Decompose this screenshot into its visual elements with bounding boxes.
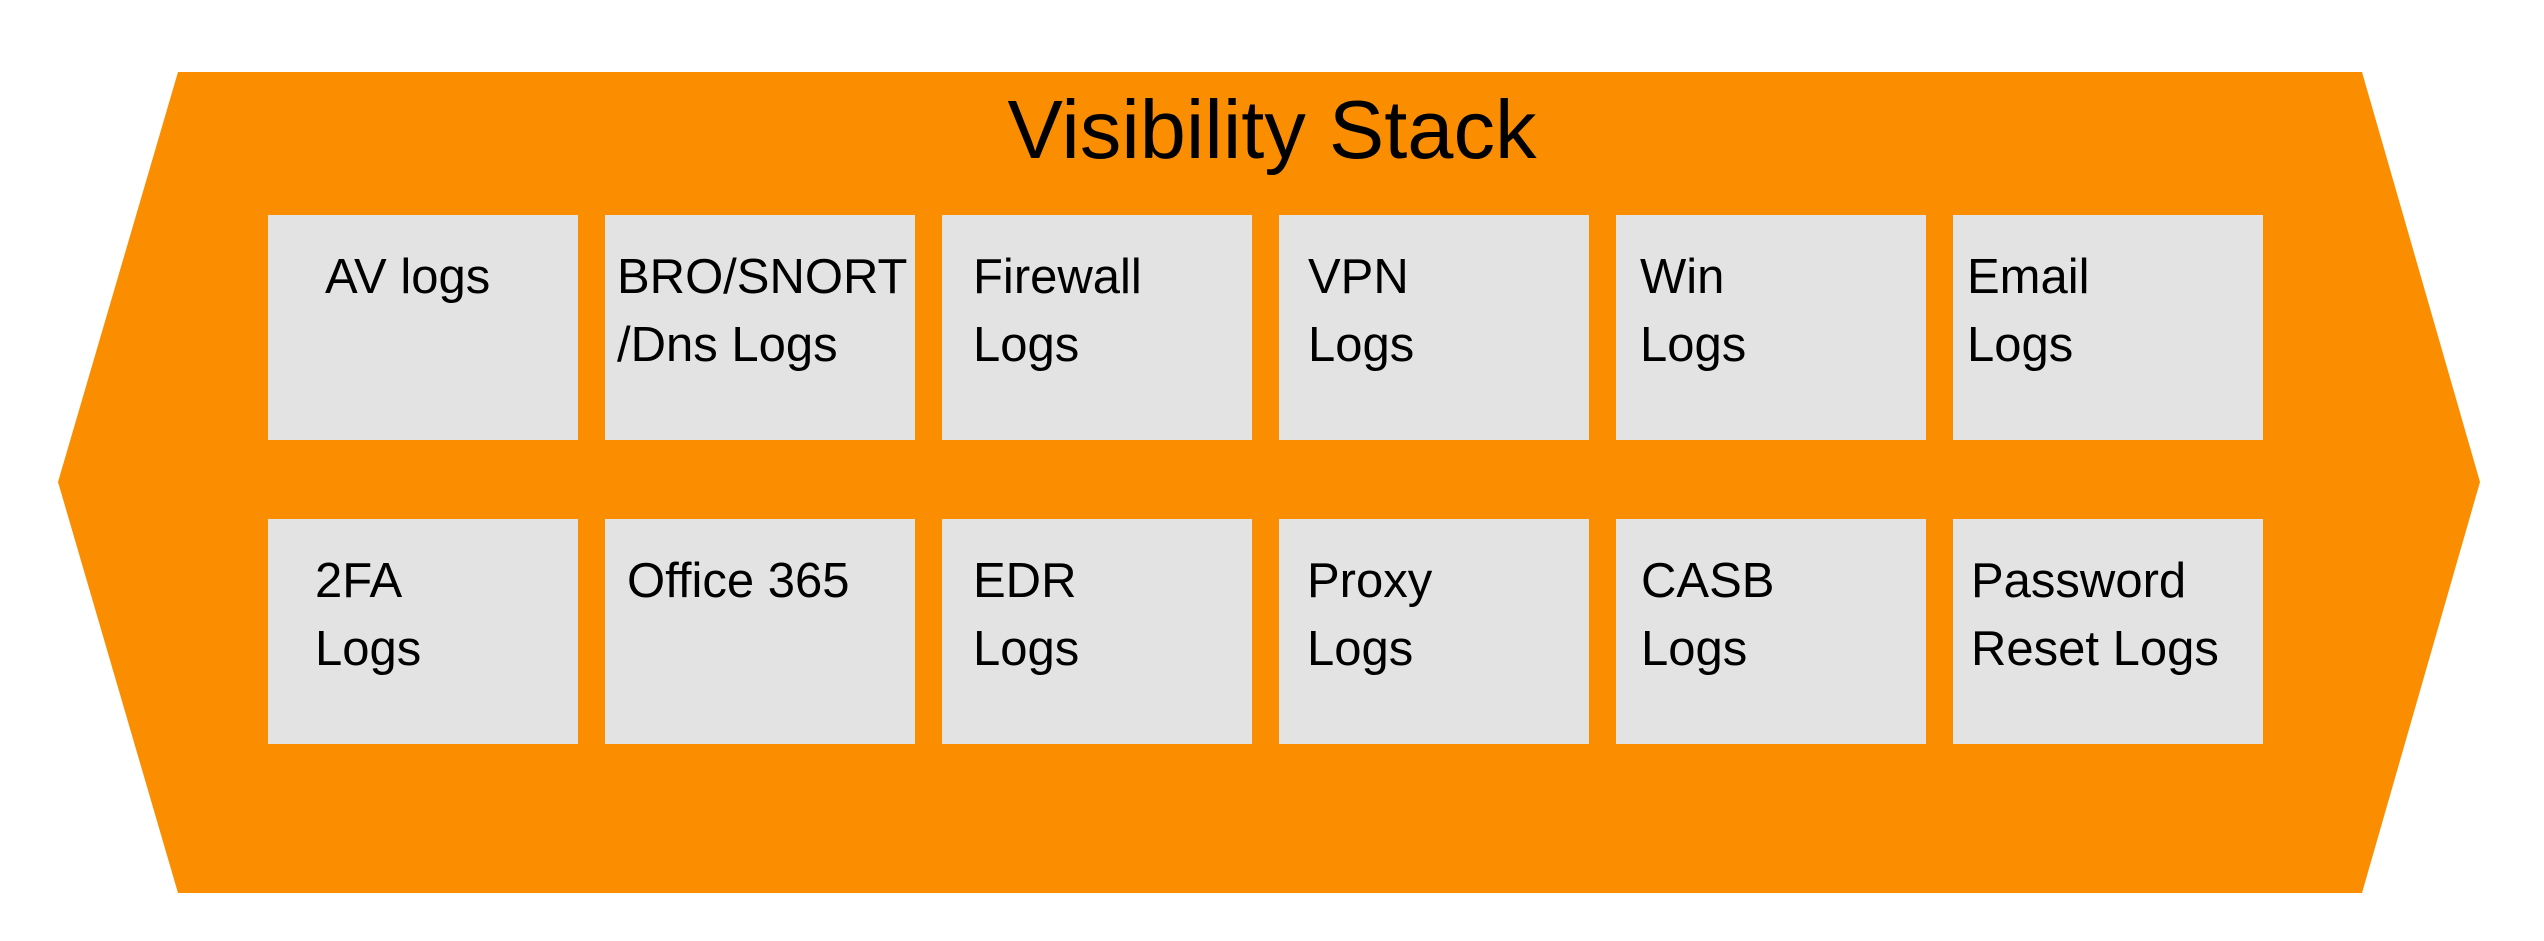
log-box-casb: CASB Logs <box>1616 519 1926 744</box>
diagram-title: Visibility Stack <box>1007 83 1537 176</box>
log-box-bro-snort-dns: BRO/SNORT /Dns Logs <box>605 215 915 440</box>
log-box-vpn: VPN Logs <box>1279 215 1589 440</box>
log-box-2fa: 2FA Logs <box>268 519 578 744</box>
log-box-proxy: Proxy Logs <box>1279 519 1589 744</box>
log-box-office365: Office 365 <box>605 519 915 744</box>
log-sources-grid: AV logs BRO/SNORT /Dns Logs Firewall Log… <box>268 215 2263 744</box>
log-box-firewall: Firewall Logs <box>942 215 1252 440</box>
log-box-email: Email Logs <box>1953 215 2263 440</box>
log-box-win: Win Logs <box>1616 215 1926 440</box>
log-box-av: AV logs <box>268 215 578 440</box>
log-box-edr: EDR Logs <box>942 519 1252 744</box>
log-box-password-reset: Password Reset Logs <box>1953 519 2263 744</box>
